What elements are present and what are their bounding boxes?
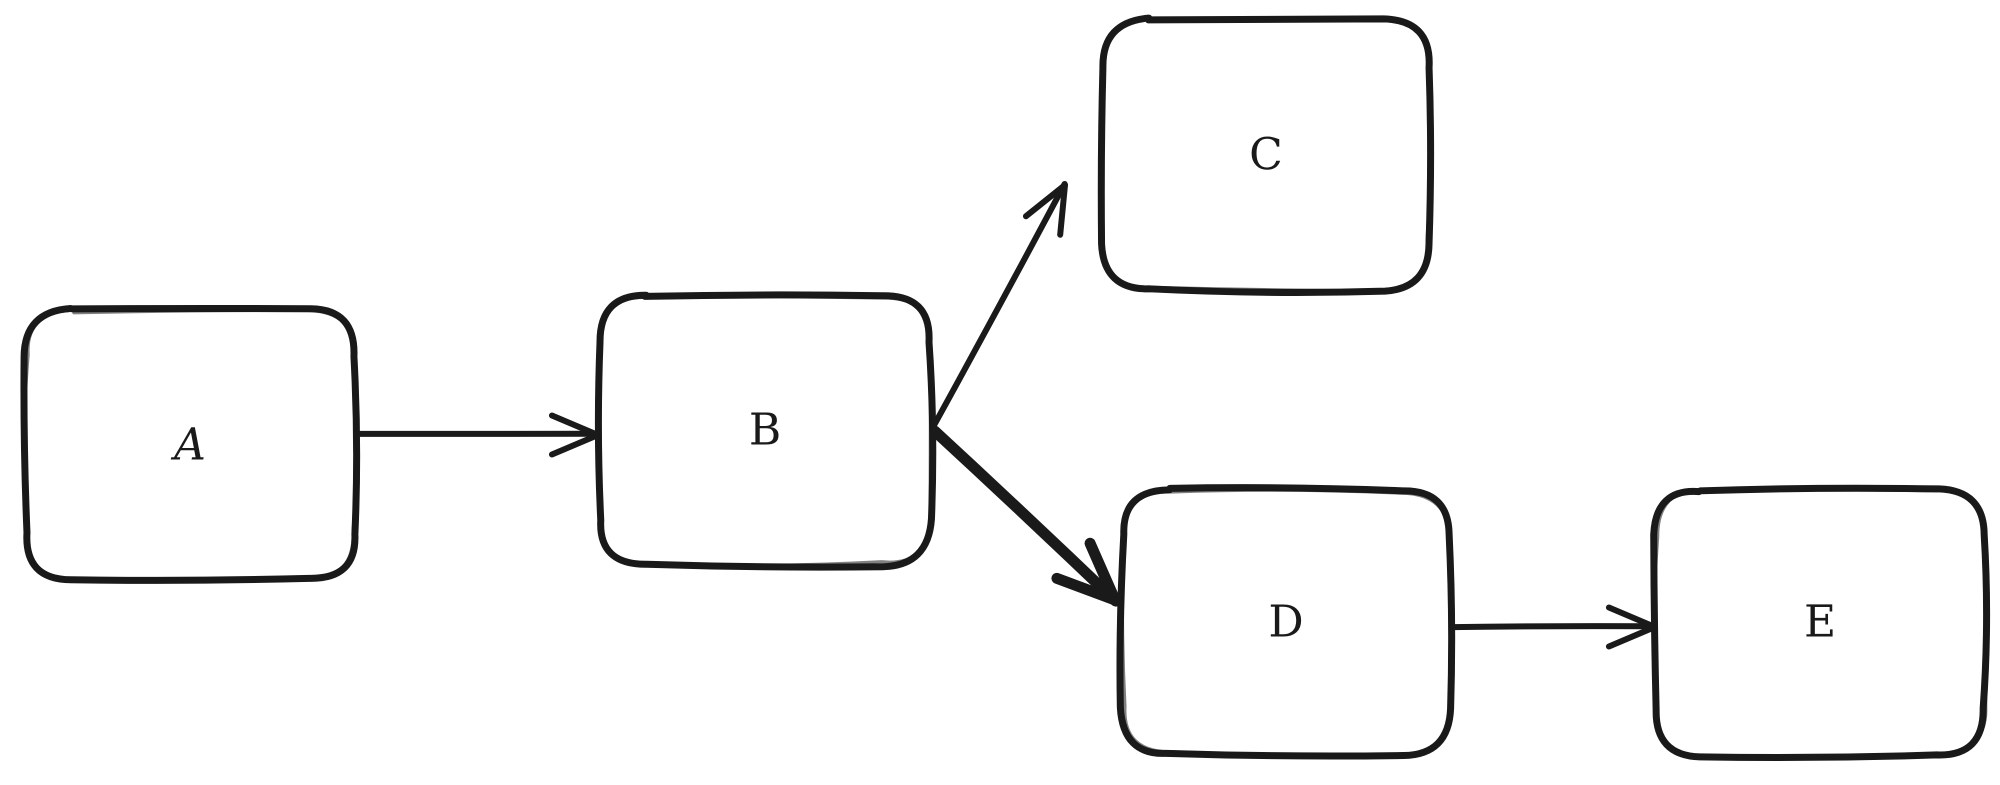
- node-e[interactable]: E: [1650, 484, 1991, 761]
- edge-b-to-d-line: [929, 425, 1122, 607]
- node-a-outline-sketch: [22, 308, 359, 582]
- edge-b-to-d-arrowhead-2: [1084, 537, 1121, 606]
- edge-b-to-d[interactable]: [929, 425, 1122, 607]
- edge-b-to-d-arrowhead: [1051, 572, 1121, 606]
- node-b-outline-sketch: [597, 294, 933, 567]
- edge-a-to-b-arrowhead: [548, 432, 601, 458]
- node-c-outline-sketch: [1098, 16, 1433, 293]
- edge-a-to-b-arrowhead-2: [548, 412, 601, 438]
- node-e-label: E: [1804, 597, 1836, 648]
- node-e-outline-sketch: [1652, 487, 1988, 759]
- node-d[interactable]: D: [1116, 484, 1456, 760]
- node-d-label: D: [1268, 597, 1303, 648]
- node-c[interactable]: C: [1097, 14, 1435, 296]
- edge-d-to-e-line: [1440, 623, 1657, 631]
- node-a[interactable]: A: [20, 304, 361, 584]
- edge-d-to-e-arrowhead: [1605, 624, 1658, 650]
- edge-d-to-e[interactable]: [1440, 604, 1658, 650]
- edge-a-to-b[interactable]: [355, 412, 602, 458]
- edge-d-to-e-arrowhead-2: [1605, 604, 1658, 630]
- edge-layer: [355, 180, 1658, 650]
- edge-b-to-c-arrowhead-2: [1022, 182, 1068, 220]
- node-layer: A B C D E: [20, 14, 1991, 761]
- edge-b-to-c-arrowhead: [1057, 182, 1068, 238]
- node-d-outline-sketch: [1120, 488, 1454, 758]
- node-b[interactable]: B: [594, 291, 937, 571]
- node-a-label: A: [170, 420, 206, 471]
- edge-b-to-c[interactable]: [931, 180, 1068, 428]
- node-c-label: C: [1249, 130, 1283, 181]
- edge-b-to-c-line: [931, 180, 1068, 428]
- node-b-label: B: [749, 405, 781, 456]
